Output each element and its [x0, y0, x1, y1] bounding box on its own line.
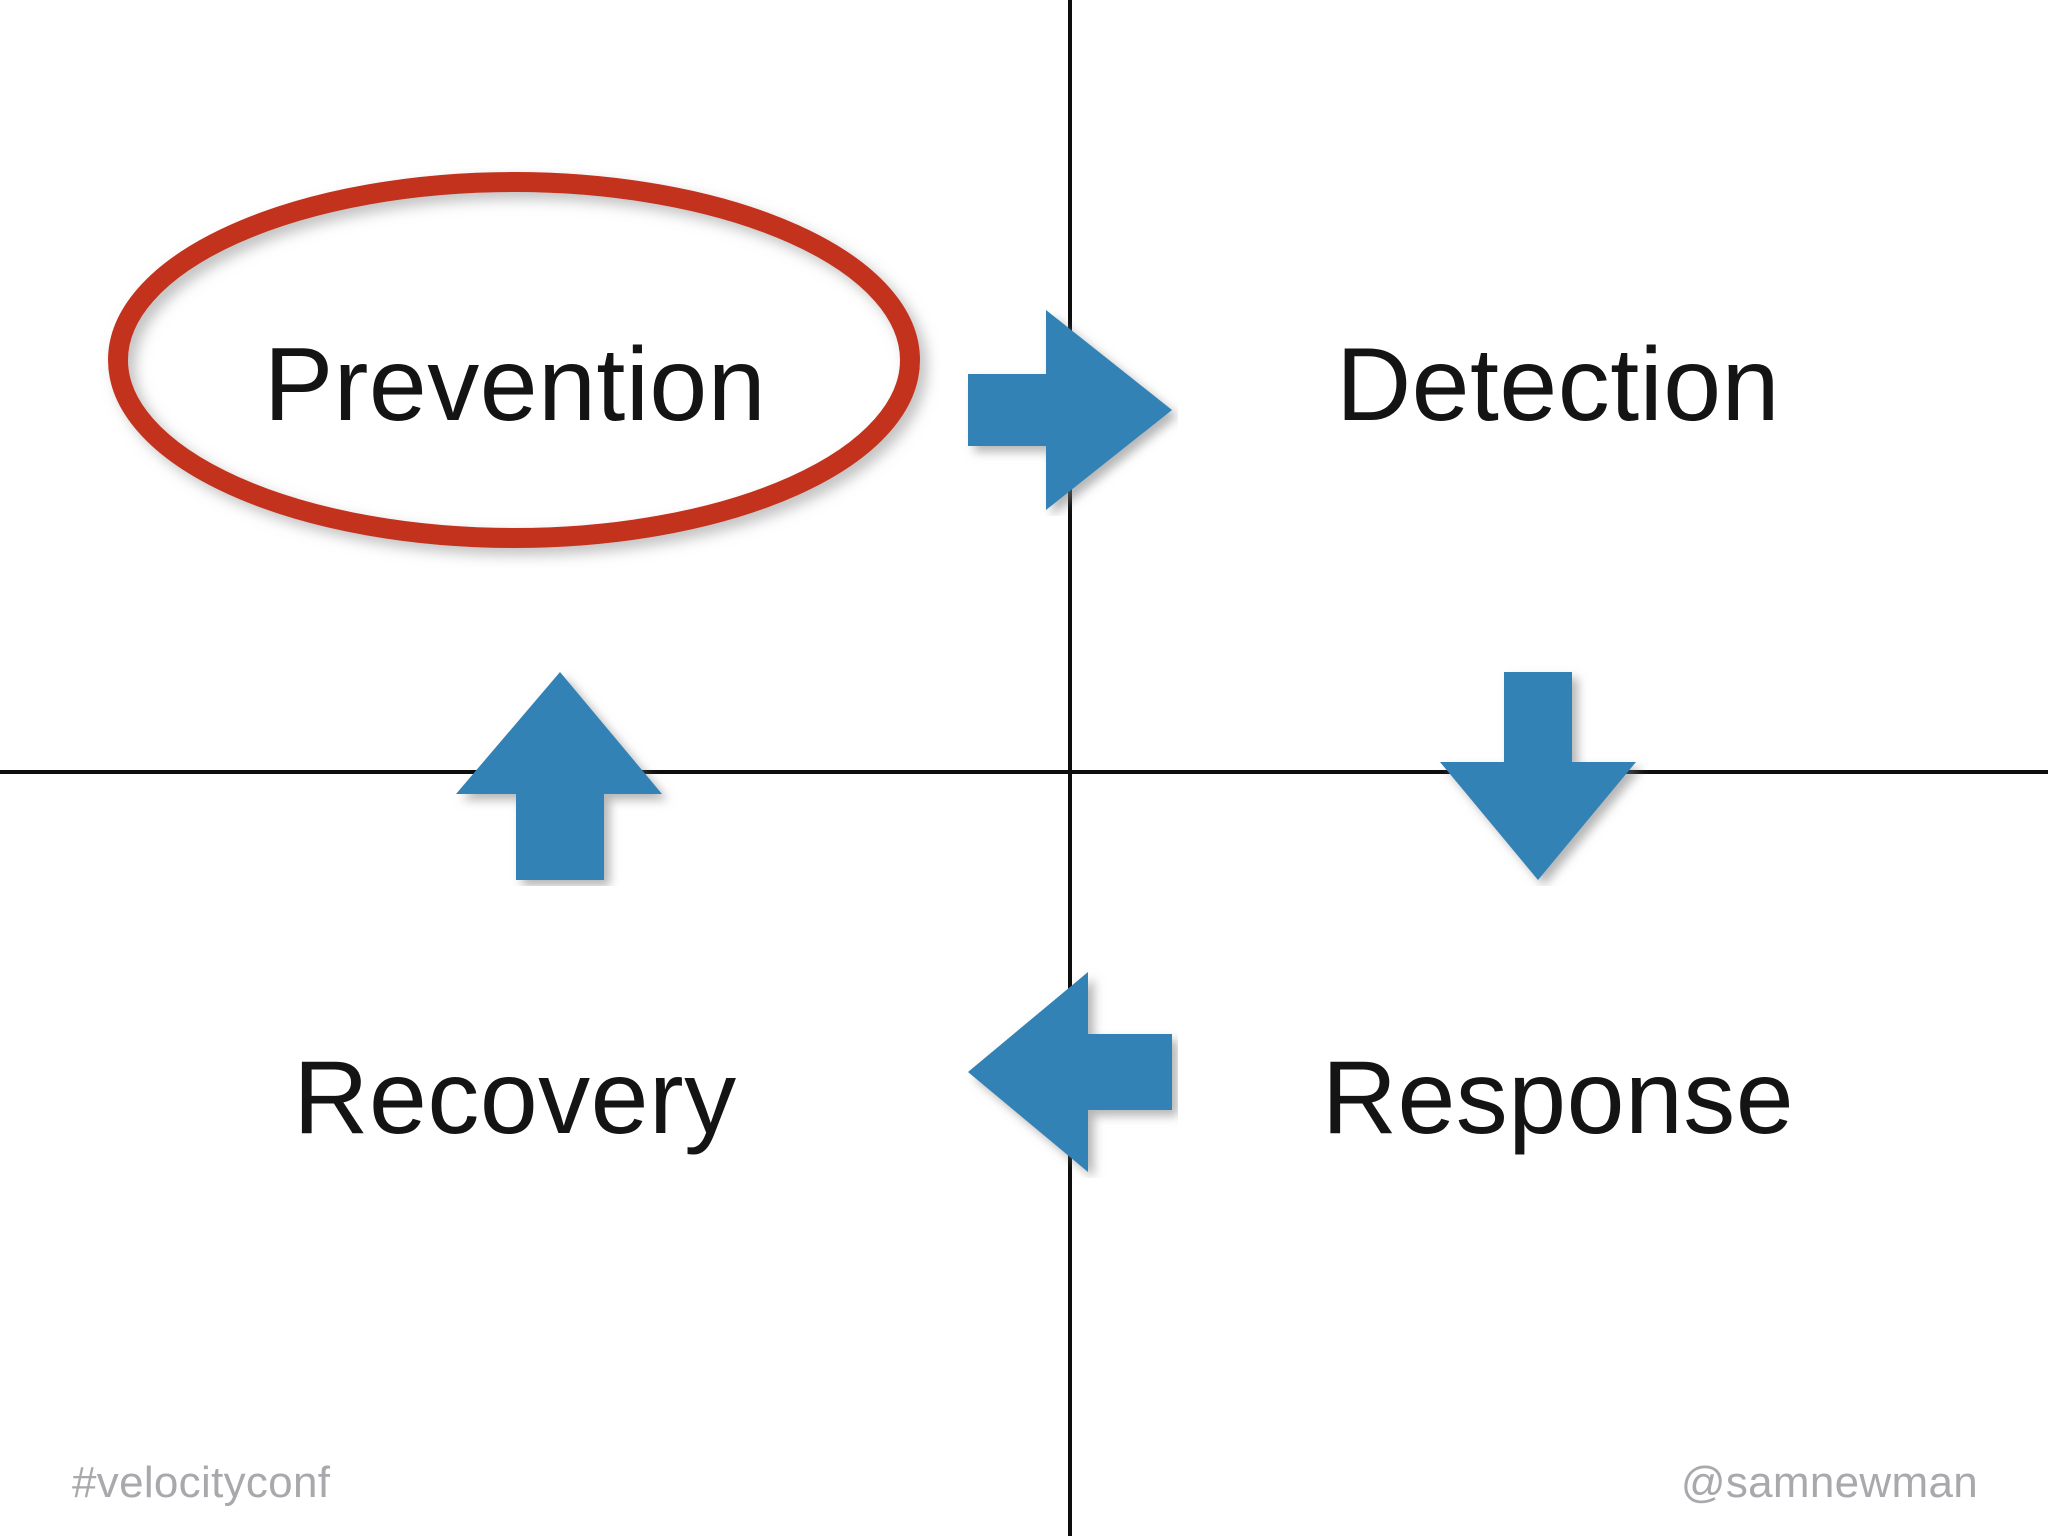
arrow-up-icon [448, 666, 684, 886]
quadrant-label-recovery: Recovery [293, 1040, 737, 1156]
axis-vertical-divider [1068, 0, 1072, 1536]
quadrant-label-response: Response [1321, 1040, 1795, 1156]
arrow-left-icon [964, 964, 1178, 1178]
arrow-right-icon [962, 304, 1178, 516]
footer-hashtag: #velocityconf [72, 1458, 331, 1507]
axis-horizontal-divider [0, 770, 2048, 774]
arrow-down-icon [1436, 666, 1648, 886]
quadrant-label-detection: Detection [1336, 327, 1780, 443]
footer-twitter-handle: @samnewman [1680, 1458, 1978, 1507]
quadrant-label-prevention: Prevention [263, 327, 767, 443]
